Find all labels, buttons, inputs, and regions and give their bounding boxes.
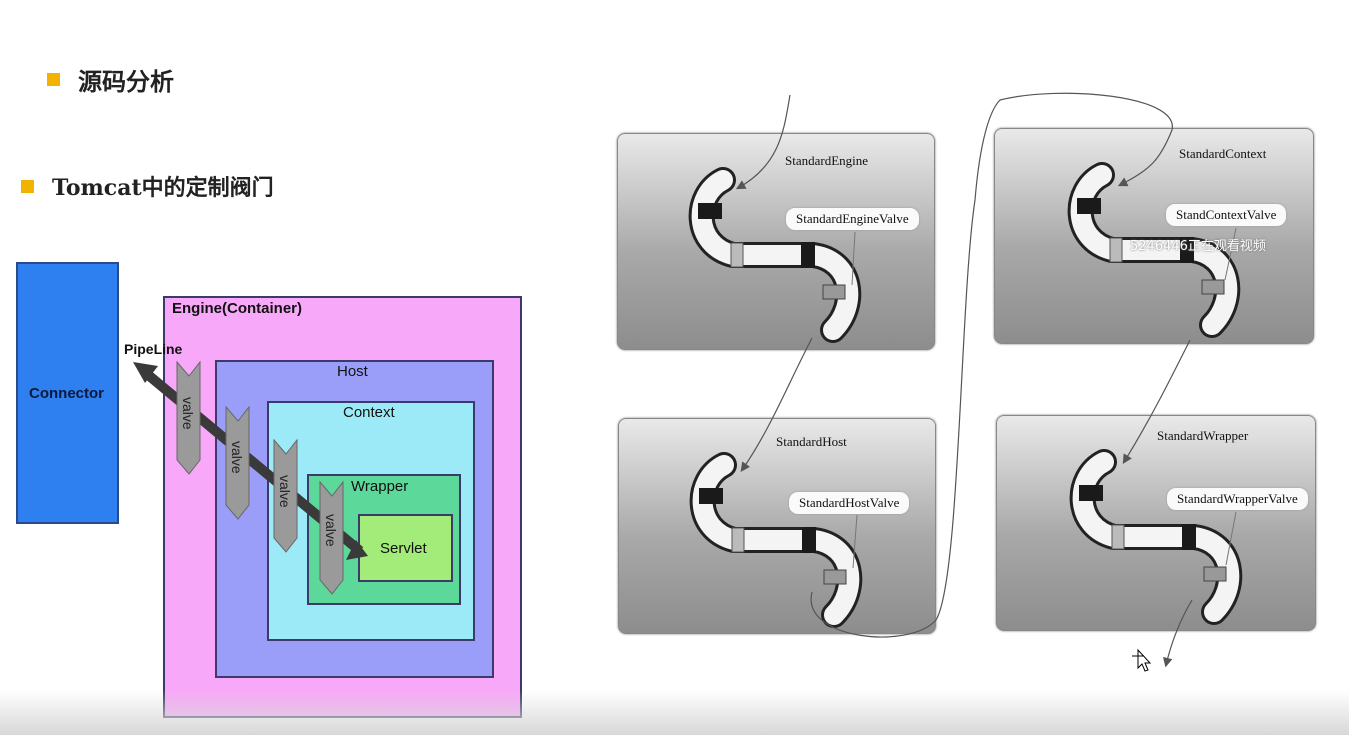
panel-title: StandardHost	[776, 434, 847, 449]
flow-line-exit	[1163, 599, 1193, 668]
flow-line-wrapper	[1122, 339, 1191, 465]
panel-title: StandardContext	[1179, 146, 1267, 161]
connector-label: Connector	[29, 385, 104, 402]
pipeline-label: PipeLine	[124, 341, 183, 357]
video-bottom-fade	[0, 690, 1349, 735]
standard-engine-panel: StandardEngine StandardEngineValve	[617, 133, 935, 350]
valve-label-context: valve	[277, 475, 293, 508]
valve-label-host: valve	[229, 441, 245, 474]
servlet-box	[358, 514, 453, 582]
valve-shape-engine	[176, 360, 201, 475]
pipeline-arrow-tail-icon	[346, 540, 368, 560]
standard-wrapper-panel: StandardWrapper StandardWrapperValve	[996, 415, 1316, 631]
flow-line-engine	[735, 94, 791, 190]
standard-context-panel: StandardContext StandContextValve	[994, 128, 1314, 344]
servlet-label: Servlet	[380, 540, 427, 557]
valve-label-engine: valve	[180, 397, 196, 430]
section-heading-text: 源码分析	[78, 67, 174, 96]
bullet-square-icon	[21, 179, 34, 193]
topic-heading-text: Tomcat中的定制阀门	[52, 175, 274, 201]
flow-line-host	[740, 337, 813, 472]
valve-label: StandContextValve	[1166, 204, 1287, 226]
valve-label: StandardEngineValve	[786, 208, 919, 230]
panel-title: StandardEngine	[785, 153, 869, 168]
panel-title: StandardWrapper	[1157, 428, 1249, 443]
flow-line-context	[810, 92, 1173, 638]
valve-label: StandardWrapperValve	[1167, 488, 1308, 510]
move-cursor-icon	[1132, 648, 1152, 672]
valve-shape-host	[225, 405, 250, 520]
watermark-text: 5246446正在观看视频	[1130, 239, 1266, 254]
valve-label: StandardHostValve	[789, 492, 910, 514]
valve-shape-wrapper	[319, 480, 344, 595]
connector-box	[16, 262, 119, 524]
valve-label-wrapper: valve	[323, 514, 339, 547]
topic-heading: Tomcat中的定制阀门	[21, 170, 274, 202]
standard-host-panel: StandardHost StandardHostValve	[618, 418, 936, 634]
section-heading: 源码分析	[47, 62, 174, 97]
wrapper-label: Wrapper	[351, 478, 409, 495]
bullet-square-icon	[47, 73, 60, 86]
valve-shape-context	[273, 438, 298, 553]
host-label: Host	[337, 363, 368, 380]
engine-label: Engine(Container)	[172, 300, 302, 317]
pipeline-arrow-head-icon	[133, 362, 158, 383]
context-label: Context	[343, 404, 395, 421]
